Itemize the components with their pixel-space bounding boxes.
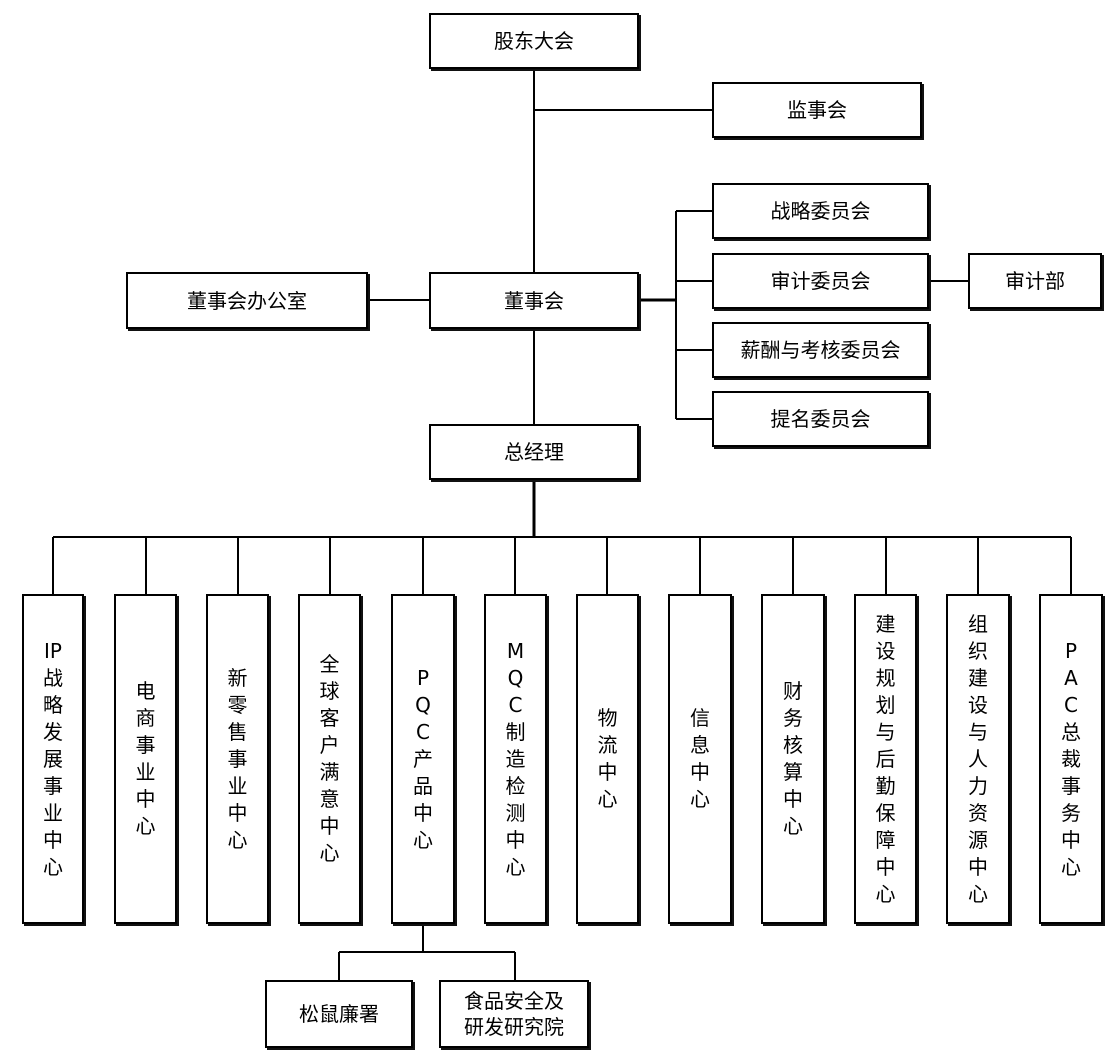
- squirrel-integrity-office-box: 松鼠廉署: [265, 980, 413, 1048]
- committee-strategy-label: 战略委员会: [770, 199, 871, 223]
- board-office-label: 董事会办公室: [187, 288, 307, 313]
- committee-nomination-box: 提名委员会: [712, 391, 929, 447]
- audit-dept-box: 审计部: [968, 253, 1102, 309]
- center-label: 物流中心: [597, 706, 618, 811]
- general-manager-box: 总经理: [429, 424, 639, 480]
- general-manager-label: 总经理: [504, 440, 564, 464]
- committee-nomination-label: 提名委员会: [770, 407, 871, 431]
- committee-compensation-label: 薪酬与考核委员会: [740, 338, 901, 362]
- food-safety-rd-label-line1: 食品安全及: [464, 989, 564, 1013]
- food-safety-rd-label-line2: 研发研究院: [464, 1015, 564, 1039]
- board-box: 董事会: [429, 272, 639, 329]
- center-new-retail: 新零售事业中心: [206, 594, 269, 924]
- center-label: 财务核算中心: [783, 679, 803, 838]
- center-finance: 财务核算中心: [761, 594, 825, 924]
- center-label: 全球客户满意中心: [319, 652, 340, 865]
- audit-dept-label: 审计部: [1005, 269, 1065, 293]
- center-information: 信息中心: [668, 594, 732, 924]
- shareholders-box: 股东大会: [429, 13, 639, 69]
- shareholders-label: 股东大会: [494, 29, 574, 53]
- committee-audit-label: 审计委员会: [770, 269, 871, 293]
- committee-compensation-box: 薪酬与考核委员会: [712, 322, 929, 378]
- center-customer-satisfaction: 全球客户满意中心: [298, 594, 361, 924]
- center-label: 建设规划与后勤保障中心: [875, 611, 896, 906]
- center-logistics: 物流中心: [576, 594, 639, 924]
- supervisors-box: 监事会: [712, 82, 922, 138]
- center-label: 组织建设与人力资源中心: [968, 611, 988, 906]
- center-label: 新零售事业中心: [227, 665, 248, 852]
- committee-strategy-box: 战略委员会: [712, 183, 929, 239]
- center-ecommerce: 电商事业中心: [114, 594, 177, 924]
- center-organization-hr: 组织建设与人力资源中心: [946, 594, 1010, 924]
- supervisors-label: 监事会: [787, 98, 847, 122]
- committee-audit-box: 审计委员会: [712, 253, 929, 309]
- board-label: 董事会: [504, 288, 564, 313]
- board-office-box: 董事会办公室: [126, 272, 368, 329]
- center-label: 信息中心: [690, 706, 710, 811]
- center-label: 电商事业中心: [135, 679, 156, 838]
- food-safety-rd-institute-box: 食品安全及 研发研究院: [439, 980, 589, 1048]
- squirrel-integrity-office-label: 松鼠廉署: [299, 1002, 379, 1026]
- center-construction-logistics: 建设规划与后勤保障中心: [854, 594, 917, 924]
